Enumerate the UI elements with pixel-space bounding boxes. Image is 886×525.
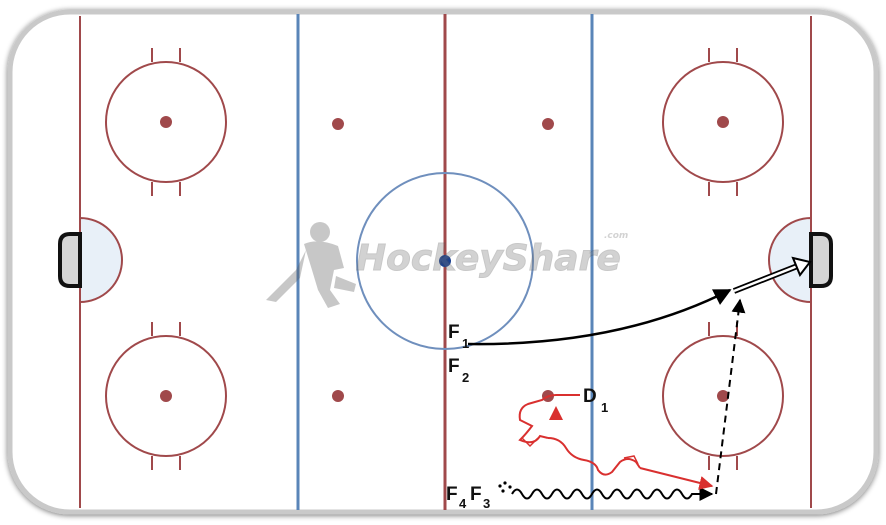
faceoff-dot [717,116,729,128]
center-circle [356,172,534,350]
player-number: 4 [459,496,467,511]
faceoff-dot [160,390,172,402]
pass-line [467,288,732,346]
player-f3: F 3 [470,484,490,511]
player-f1: F 1 [448,322,469,351]
watermark: HockeyShare .com [266,222,628,308]
player-letter: F [446,484,458,505]
center-dot [439,255,451,267]
d1-skate-path [518,394,714,490]
goal-crease-right [768,216,812,304]
goal-crease-left [79,216,123,304]
player-f2: F 2 [448,356,469,385]
watermark-suffix: .com [604,231,628,241]
neutral-zone-dot [542,118,554,130]
faceoff-circle-bottom-left [105,322,227,470]
net-left [58,232,82,288]
skate-path-wavy [511,487,714,501]
shot-arrow [732,256,812,294]
player-letter: F [448,356,460,377]
player-letter: D [583,386,597,407]
faceoff-circle-top-left [105,48,227,196]
player-number: 3 [483,496,490,511]
player-number: 1 [462,336,469,351]
puck-pile-icon [498,481,512,493]
player-d1: D 1 [583,386,608,415]
neutral-zone-dot [332,118,344,130]
faceoff-dot [717,390,729,402]
player-number: 2 [462,370,469,385]
faceoff-dot [160,116,172,128]
player-letter: F [448,322,460,343]
player-f4: F 4 [446,484,467,511]
pylon-icon [549,406,563,420]
faceoff-circle-bottom-right [662,322,784,470]
net-right [809,232,833,288]
player-letter: F [470,484,482,505]
watermark-brand: HockeyShare [356,238,621,279]
hockey-player-icon [266,222,356,308]
dashed-pass-line [715,298,746,495]
neutral-zone-dot [332,390,344,402]
player-number: 1 [601,400,608,415]
faceoff-circle-top-right [662,48,784,196]
